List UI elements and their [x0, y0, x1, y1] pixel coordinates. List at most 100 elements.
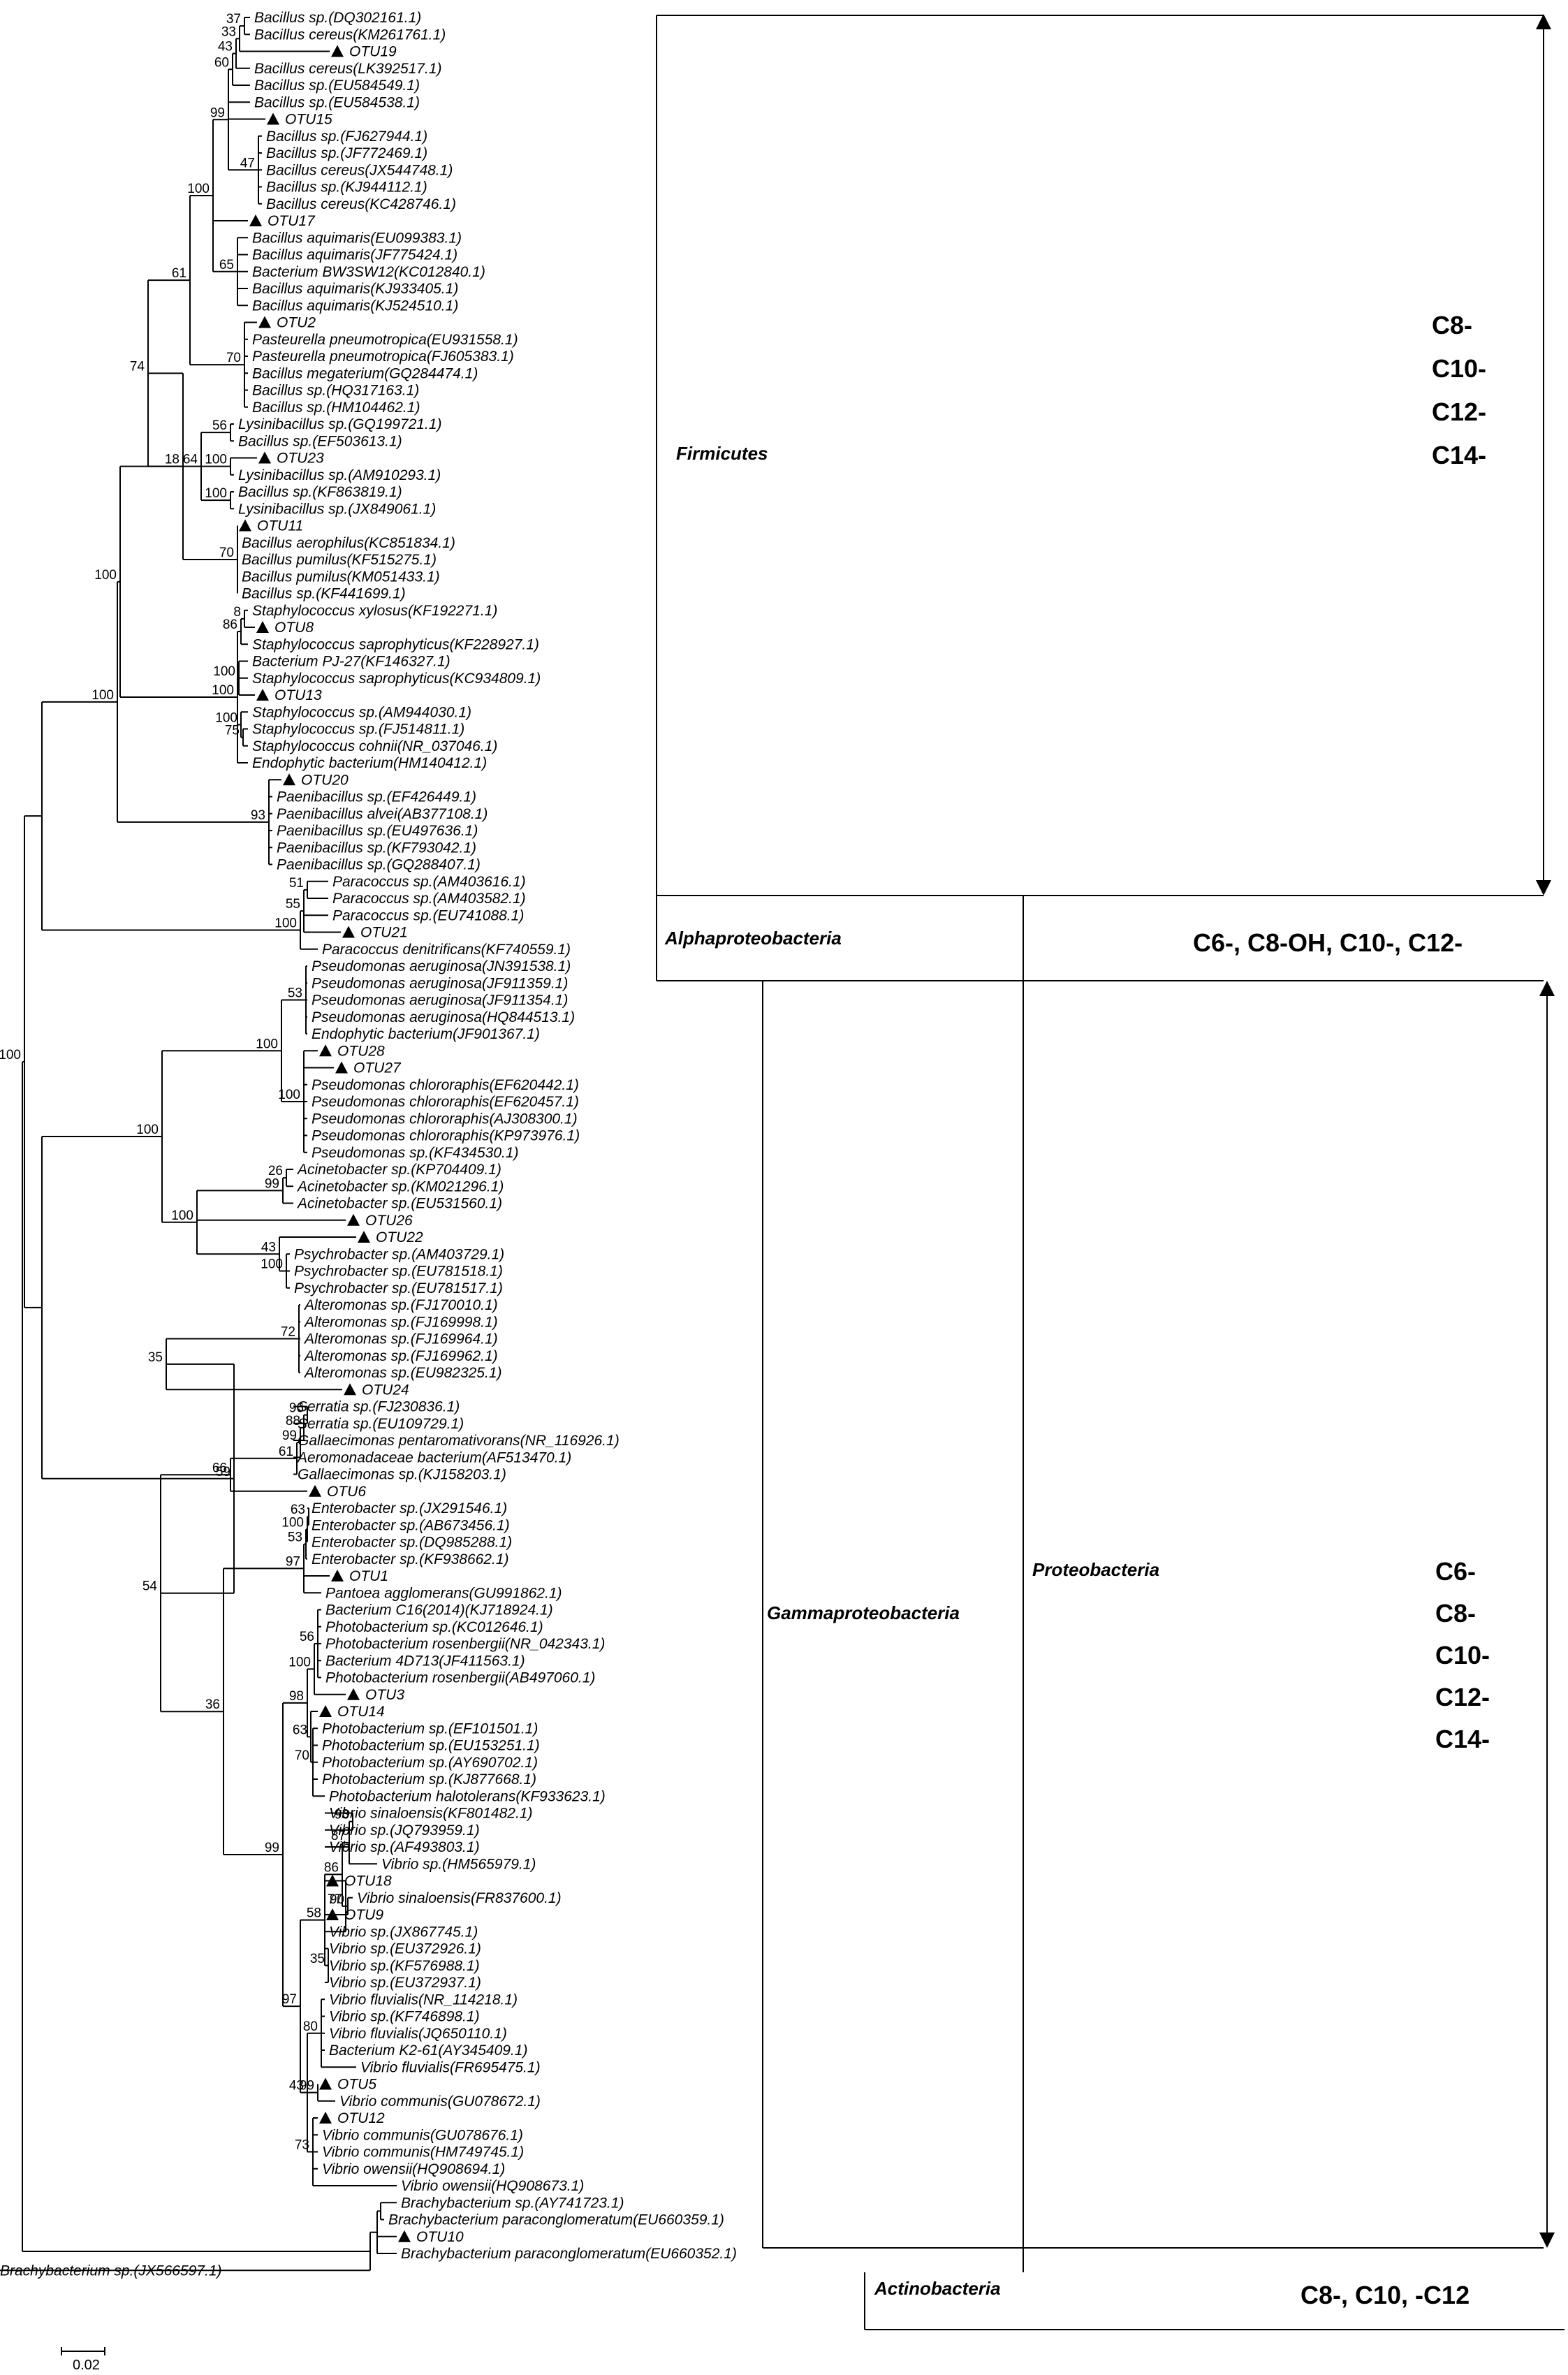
- bootstrap-value: 51: [289, 876, 304, 891]
- leaf-label: Bacillus sp.(EU584549.1): [254, 78, 420, 94]
- otu-label: OTU10: [416, 2229, 464, 2245]
- otu-label: OTU20: [301, 772, 349, 788]
- leaf-label: Bacillus aquimaris(KJ933405.1): [252, 281, 458, 297]
- leaf-label: Endophytic bacterium(JF901367.1): [312, 1026, 540, 1042]
- otu-triangle-icon: [347, 1213, 360, 1226]
- bootstrap-value: 55: [286, 897, 300, 912]
- leaf-label: Enterobacter sp.(DQ985288.1): [312, 1535, 512, 1551]
- svg-text:C8-: C8-: [1432, 311, 1472, 339]
- otu-triangle-icon: [342, 926, 355, 938]
- bootstrap-value: 53: [288, 1530, 302, 1545]
- leaf-label: Pantoea agglomerans(GU991862.1): [325, 1585, 562, 1601]
- otu-label: OTU26: [365, 1213, 413, 1229]
- ahl-profile-alphaproteobacteria: C6-, C8-OH, C10-, C12-: [1193, 928, 1463, 957]
- bootstrap-value: 93: [251, 808, 265, 823]
- leaf-label: Bacillus aerophilus(KC851834.1): [242, 535, 455, 551]
- leaf-label: Staphylococcus cohnii(NR_037046.1): [252, 738, 497, 754]
- leaf-label: Bacillus pumilus(KM051433.1): [242, 569, 440, 585]
- otu-label: OTU5: [337, 2077, 376, 2093]
- leaf-label: Staphylococcus sp.(FJ514811.1): [252, 722, 464, 738]
- leaf-label: Pseudomonas chlororaphis(EF620442.1): [312, 1077, 579, 1093]
- leaf-label: Bacillus sp.(KF863819.1): [238, 484, 402, 500]
- svg-text:C8-: C8-: [1435, 1599, 1476, 1628]
- otu-triangle-icon: [326, 1874, 339, 1887]
- bootstrap-value: 97: [286, 1554, 300, 1569]
- bootstrap-value: 99: [265, 1176, 279, 1191]
- bootstrap-value: 36: [205, 1697, 220, 1712]
- svg-text:C12-: C12-: [1432, 397, 1486, 426]
- bootstrap-value: 77: [328, 1892, 342, 1907]
- otu-label: OTU8: [274, 620, 314, 636]
- otu-label: OTU12: [337, 2110, 385, 2126]
- leaf-label: Bacillus aquimaris(EU099383.1): [252, 230, 462, 246]
- bootstrap-value: 58: [307, 1906, 321, 1921]
- otu-label: OTU28: [337, 1043, 385, 1059]
- group-brackets: [656, 15, 1565, 2330]
- leaf-label: Bacillus sp.(HM104462.1): [252, 400, 420, 416]
- leaf-label: Pasteurella pneumotropica(EU931558.1): [252, 332, 518, 348]
- bootstrap-value: 100: [136, 1123, 159, 1137]
- otu-label: OTU6: [327, 1484, 366, 1500]
- leaf-label: Staphylococcus saprophyticus(KC934809.1): [252, 671, 541, 687]
- leaf-label: Brachybacterium paraconglomeratum(EU6603…: [401, 2246, 737, 2262]
- svg-text:C12-: C12-: [1435, 1683, 1490, 1711]
- bootstrap-value: 100: [215, 710, 237, 725]
- bootstrap-value: 100: [91, 688, 114, 703]
- otu-triangle-icon: [319, 2077, 332, 2090]
- leaf-label: Enterobacter sp.(JX291546.1): [312, 1500, 507, 1517]
- leaf-label: Bacterium C16(2014)(KJ718924.1): [325, 1602, 553, 1618]
- otu-triangle-icon: [347, 1688, 360, 1700]
- leaf-label: Staphylococcus sp.(AM944030.1): [252, 704, 471, 720]
- bootstrap-value: 43: [261, 1240, 276, 1255]
- leaf-label: Pseudomonas aeruginosa(JF911359.1): [312, 975, 568, 991]
- scale-bar-label: 0.02: [73, 2358, 100, 2373]
- leaf-label: Paenibacillus sp.(GQ288407.1): [277, 857, 481, 873]
- leaf-label: Lysinibacillus sp.(JX849061.1): [238, 501, 436, 517]
- leaf-label: Bacterium PJ-27(KF146327.1): [252, 654, 450, 670]
- leaf-label: Vibrio owensii(HQ908694.1): [322, 2161, 505, 2177]
- otu-triangle-icon: [358, 1231, 370, 1243]
- bootstrap-value: 93: [335, 1808, 349, 1822]
- bootstrap-value: 88: [286, 1414, 300, 1428]
- leaf-label: Bacillus sp.(KF441699.1): [242, 586, 406, 602]
- ahl-profile-proteobacteria: C6- C8- C10- C12- C14-: [1435, 1557, 1490, 1753]
- bootstrap-value: 75: [225, 724, 240, 738]
- leaf-label: Bacillus sp.(EU584538.1): [254, 94, 420, 110]
- otu-triangle-icon: [331, 1570, 344, 1581]
- bootstrap-value: 56: [300, 1630, 314, 1644]
- leaf-label: Paracoccus denitrificans(KF740559.1): [322, 942, 571, 958]
- leaf-label: Alteromonas sp.(FJ170010.1): [303, 1297, 498, 1313]
- group-label-alphaproteobacteria: Alphaproteobacteria: [664, 928, 842, 949]
- otu-triangle-icon: [319, 1044, 332, 1057]
- otu-label: OTU18: [344, 1873, 392, 1890]
- bootstrap-value: 26: [268, 1164, 283, 1178]
- svg-text:C10-: C10-: [1435, 1641, 1490, 1669]
- bootstrap-value: 54: [142, 1579, 158, 1594]
- leaf-label: Staphylococcus xylosus(KF192271.1): [252, 603, 497, 619]
- bootstrap-value: 37: [226, 12, 241, 27]
- bootstrap-value: 63: [291, 1503, 305, 1517]
- leaf-label: Bacillus sp.(HQ317163.1): [252, 383, 419, 399]
- bootstrap-value: 63: [293, 1723, 307, 1737]
- leaf-label: Alteromonas sp.(FJ169998.1): [303, 1314, 498, 1330]
- leaf-label: Photobacterium rosenbergii(NR_042343.1): [325, 1636, 605, 1652]
- bootstrap-value: 100: [281, 1515, 304, 1530]
- leaf-label: Bacillus sp.(DQ302161.1): [254, 10, 421, 26]
- leaf-label: Vibrio communis(HM749745.1): [322, 2144, 524, 2161]
- leaf-label: Acinetobacter sp.(EU531560.1): [296, 1196, 502, 1212]
- bootstrap-value: 70: [219, 546, 234, 560]
- otu-label: OTU1: [349, 1568, 388, 1584]
- bootstrap-value: 87: [331, 1829, 346, 1843]
- bootstrap-value: 65: [219, 258, 234, 272]
- bootstrap-value: 59: [216, 1465, 230, 1479]
- bootstrap-value: 100: [94, 568, 117, 583]
- leaf-label: Photobacterium sp.(KJ877668.1): [322, 1771, 536, 1788]
- bootstrap-value: 43: [289, 2079, 304, 2093]
- bootstrap-value: 97: [282, 1992, 297, 2007]
- leaf-label: Bacillus cereus(JX544748.1): [266, 162, 453, 178]
- group-label-actinobacteria: Actinobacteria: [874, 2278, 1001, 2299]
- leaf-label: Vibrio fluvialis(NR_114218.1): [329, 1992, 518, 2008]
- bootstrap-value: 90: [330, 1892, 344, 1907]
- leaf-label: Brachybacterium sp.(AY741723.1): [401, 2195, 624, 2211]
- bootstrap-value: 100: [171, 1208, 193, 1223]
